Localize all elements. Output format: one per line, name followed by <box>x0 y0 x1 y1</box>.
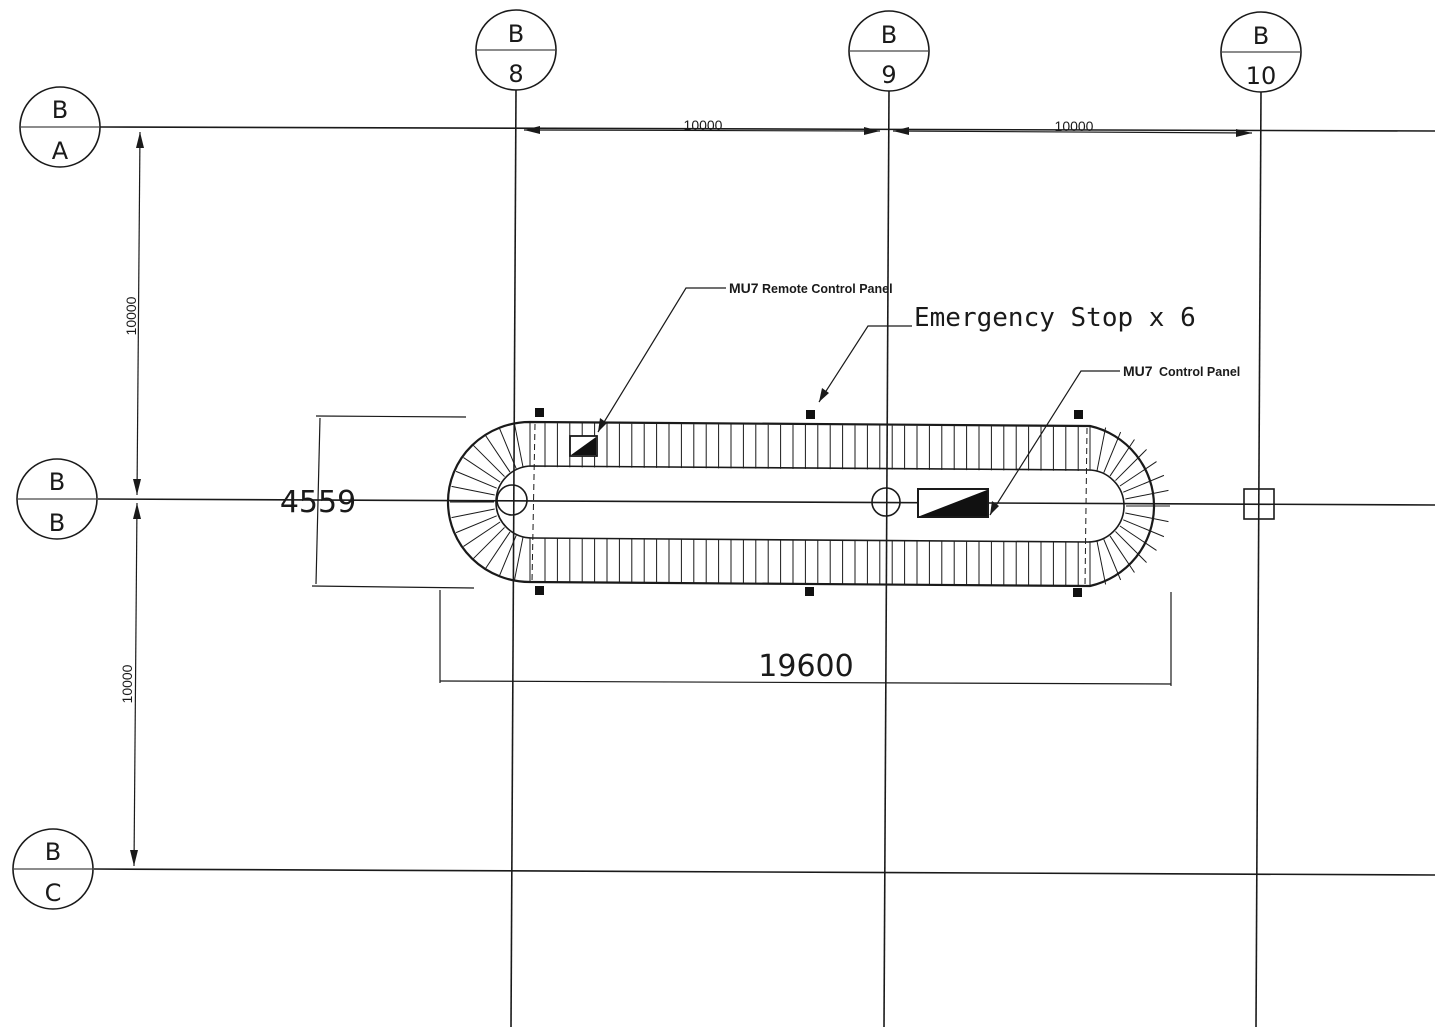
pivot-circle-center <box>871 487 901 517</box>
escalator-step <box>455 515 497 534</box>
escalator-step <box>1123 474 1165 493</box>
emergency-stop-marker <box>535 586 544 595</box>
escalator-step <box>1096 541 1107 585</box>
emergency-stop-callout: Emergency Stop x 6 <box>818 303 1196 403</box>
control-panel: MU7 Control Panel <box>917 363 1240 518</box>
remote-control-panel: MU7 Remote Control Panel <box>569 280 893 457</box>
escalator-loop <box>446 420 1170 588</box>
grid-line-col-10 <box>1255 91 1262 1027</box>
grid-bubble-col-9: B 9 <box>848 10 930 92</box>
grid-bubble-row-b: B B <box>16 458 98 540</box>
bubble-bottom-text: B <box>49 509 65 537</box>
escalator-step <box>1115 531 1147 563</box>
escalator-step <box>1115 449 1147 481</box>
control-panel-label: Control Panel <box>1159 365 1240 379</box>
dimension-text-width: 4559 <box>280 485 356 520</box>
escalator-step <box>1109 535 1135 573</box>
bubble-bottom-text: 9 <box>881 61 896 89</box>
escalator-step <box>1125 489 1169 500</box>
grid-line-col-9 <box>883 89 890 1027</box>
bubble-top-text: B <box>52 96 68 124</box>
escalator-step <box>1119 525 1157 551</box>
dimension-length: 19600 <box>439 590 1172 686</box>
escalator-step <box>451 508 495 519</box>
bubble-bottom-text: A <box>52 137 69 165</box>
bubble-top-text: B <box>1253 22 1269 50</box>
dimension-text-col-1: 10000 <box>684 117 723 133</box>
grid-line-row-c <box>93 868 1435 876</box>
control-panel-prefix: MU7 <box>1123 363 1153 379</box>
grid-bubble-col-10: B 10 <box>1220 11 1302 93</box>
escalator-inner-outline <box>495 465 1125 543</box>
dimension-row-spacing: 10000 10000 <box>119 131 144 867</box>
bubble-top-text: B <box>508 20 524 48</box>
bubble-top-text: B <box>49 468 65 496</box>
escalator-step <box>513 537 524 581</box>
bubble-bottom-text: 8 <box>508 60 523 88</box>
emergency-stop-marker <box>806 410 815 419</box>
remote-panel-prefix: MU7 <box>729 280 759 296</box>
escalator-step <box>455 470 497 489</box>
grid-line-col-8 <box>510 89 517 1027</box>
pivot-circle-left <box>496 484 528 516</box>
dimension-text-col-2: 10000 <box>1055 118 1094 134</box>
escalator-steps <box>450 422 1170 586</box>
bubble-top-text: B <box>881 21 897 49</box>
emergency-stop-marker <box>805 587 814 596</box>
dimension-text-row-2: 10000 <box>119 664 135 703</box>
dimension-text-length: 19600 <box>758 649 853 684</box>
bubble-top-text: B <box>45 838 61 866</box>
escalator-step <box>485 435 511 473</box>
escalator-outer-outline <box>446 420 1156 588</box>
escalator-step <box>1109 439 1135 477</box>
escalator-step <box>485 531 511 569</box>
escalator-step <box>498 535 517 577</box>
escalator-step <box>473 527 505 559</box>
dimension-text-row-1: 10000 <box>123 296 139 335</box>
grid-bubble-row-a: B A <box>19 86 101 168</box>
escalator-step <box>1125 512 1169 523</box>
escalator-step <box>1096 427 1107 471</box>
escalator-step <box>463 457 501 483</box>
grid-line-row-a <box>99 126 1435 132</box>
escalator-step <box>451 485 495 496</box>
emergency-stop-marker <box>1074 410 1083 419</box>
grid-line-row-b <box>97 498 1435 506</box>
column-marker-square <box>1243 488 1275 520</box>
emergency-stop-label: Emergency Stop x 6 <box>914 303 1196 333</box>
emergency-stop-marker <box>1073 588 1082 597</box>
grid-bubble-col-8: B 8 <box>475 9 557 91</box>
grid-bubble-row-c: B C <box>12 828 94 910</box>
escalator-step <box>513 423 524 467</box>
dimension-column-spacing: 10000 10000 <box>523 117 1253 137</box>
remote-panel-label: Remote Control Panel <box>762 282 893 296</box>
escalator-step <box>463 521 501 547</box>
dimension-width: 4559 <box>280 415 475 589</box>
emergency-stop-markers <box>535 408 1083 597</box>
emergency-stop-marker <box>535 408 544 417</box>
bubble-bottom-text: C <box>45 879 62 907</box>
escalator-step <box>1119 461 1157 487</box>
escalator-step <box>498 427 517 469</box>
bubble-bottom-text: 10 <box>1246 62 1277 90</box>
escalator-step <box>473 445 505 477</box>
escalator-step <box>1123 519 1165 538</box>
